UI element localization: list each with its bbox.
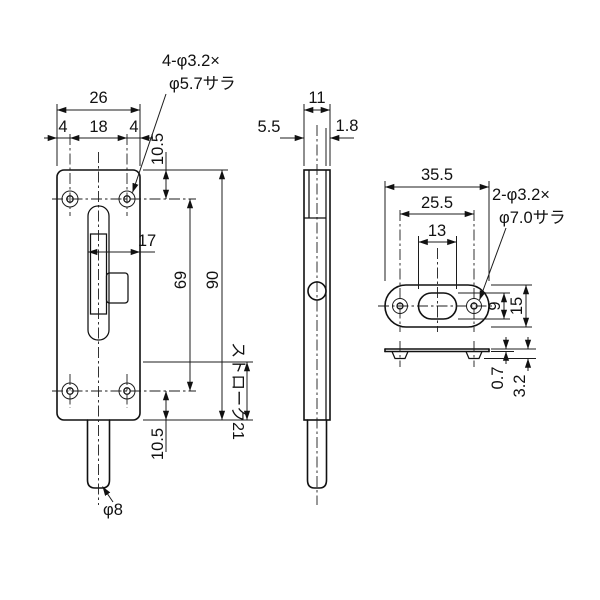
dim-35-5-label: 35.5	[421, 166, 453, 184]
front-hole-callout-leader	[132, 93, 167, 193]
dim-17-label: 17	[138, 232, 156, 250]
dim-3-2-label: 3.2	[511, 375, 529, 398]
dim-4-right-label: 4	[129, 118, 138, 136]
front-centerlines	[52, 134, 196, 505]
rod-diameter-label: φ8	[103, 501, 123, 519]
dim-11-label: 11	[308, 89, 325, 107]
front-dimensions: 26 4 18 4 10.5 17 69 90	[44, 52, 253, 519]
dim-25-5-label: 25.5	[421, 194, 453, 212]
dim-26-label: 26	[89, 89, 107, 107]
dim-0-7-label: 0.7	[489, 367, 507, 390]
front-hole-callout-line2: φ5.7サラ	[169, 75, 236, 93]
knurled-knob	[105, 272, 129, 304]
dim-18-label: 18	[89, 118, 107, 136]
bolt-rod-side	[306, 419, 328, 489]
dim-10-5-bottom-label: 10.5	[149, 428, 167, 460]
front-view: 26 4 18 4 10.5 17 69 90	[44, 52, 253, 519]
dim-13-label: 13	[428, 222, 446, 240]
strike-hole-callout-line1: 2-φ3.2×	[492, 186, 550, 204]
dim-10-5-top-label: 10.5	[149, 133, 167, 165]
dim-69-label: 69	[172, 271, 190, 289]
strike-hole-callout-leader	[479, 227, 507, 301]
dim-15-label: 15	[508, 297, 526, 315]
dim-1-8-label: 1.8	[336, 117, 359, 135]
dim-9-label: 9	[486, 301, 504, 310]
side-dimensions: 11 5.5 1.8	[258, 89, 359, 166]
strike-hole-callout-line2: φ7.0サラ	[499, 209, 566, 227]
side-view: 11 5.5 1.8	[258, 89, 359, 505]
strike-centerlines	[378, 210, 496, 332]
front-hole-callout-line1: 4-φ3.2×	[162, 52, 220, 70]
stroke-21-label: ストローク21	[229, 342, 247, 440]
strike-plate-section: 0.7 3.2	[384, 337, 536, 398]
strike-dimensions: 35.5 25.5 13 2-φ3.2× φ7.0サラ 9 15	[384, 166, 566, 328]
dim-5-5-label: 5.5	[258, 118, 281, 136]
strike-plate-view: 35.5 25.5 13 2-φ3.2× φ7.0サラ 9 15	[378, 166, 566, 397]
dim-90-label: 90	[204, 271, 222, 289]
countersink-dimple-left	[391, 351, 409, 360]
dim-4-left-label: 4	[58, 118, 67, 136]
countersink-dimple-right	[465, 351, 483, 360]
